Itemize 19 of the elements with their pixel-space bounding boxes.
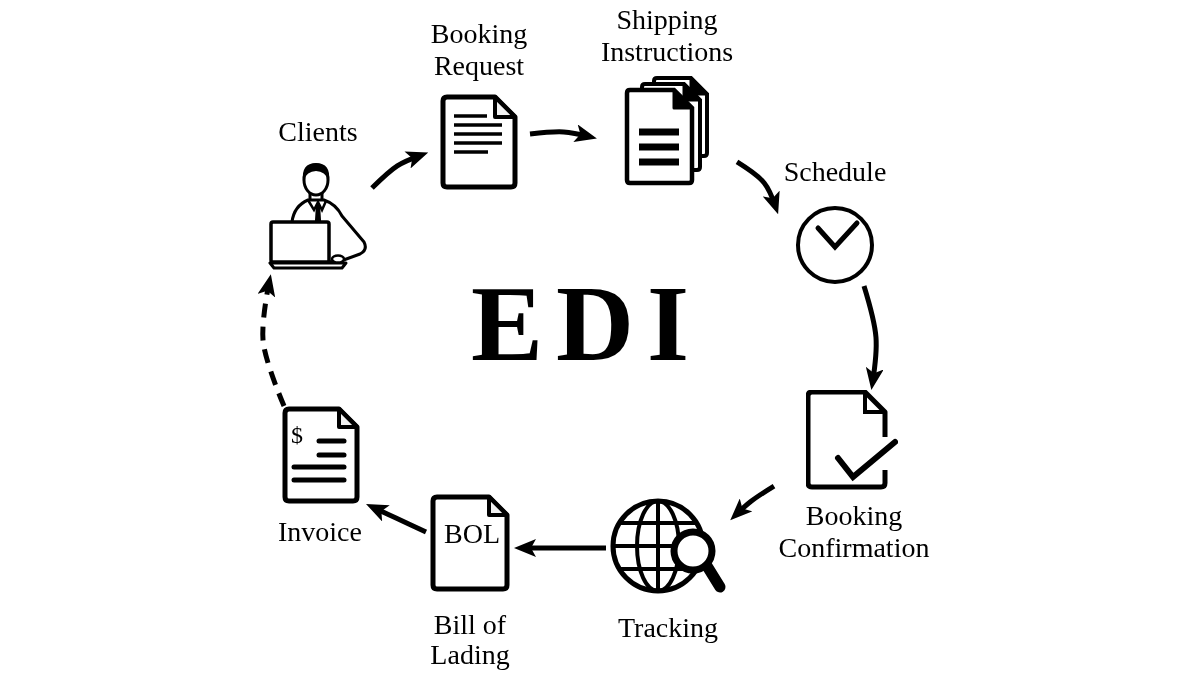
arrow: [514, 539, 606, 557]
node-label: Clients: [277, 116, 359, 148]
arrow: [861, 285, 884, 390]
node-label: Bill of Lading: [429, 610, 511, 670]
node-label: Booking Request: [429, 18, 529, 82]
currency-symbol: $: [290, 421, 304, 450]
node-label: Shipping Instructions: [599, 4, 735, 68]
arrow: [370, 151, 429, 190]
diagram-title: EDI: [470, 270, 703, 378]
arrow: [529, 124, 597, 142]
node-label: Tracking: [616, 612, 720, 644]
arrow: [730, 483, 776, 521]
arrow: [366, 504, 428, 535]
document-label: BOL: [443, 518, 501, 550]
dashed-arrow: [257, 274, 287, 407]
node-label: Invoice: [277, 516, 363, 548]
arrow: [735, 159, 780, 215]
node-label: Schedule: [782, 156, 888, 188]
node-label: Booking Confirmation: [777, 500, 931, 564]
